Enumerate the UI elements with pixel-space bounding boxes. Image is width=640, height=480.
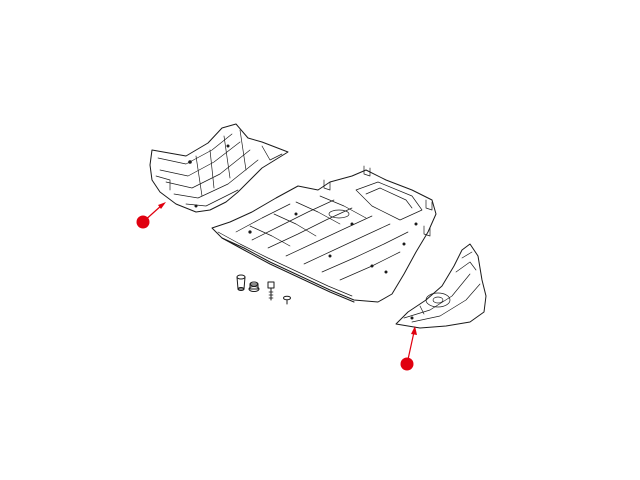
left-splash-shield-callout[interactable] [136, 202, 167, 229]
right-splash-shield [395, 243, 487, 329]
screw [283, 295, 291, 305]
main-skid-plate [211, 165, 437, 303]
flange-nut [248, 281, 260, 292]
left-splash-shield [149, 123, 289, 213]
push-pin-fastener [236, 274, 246, 291]
fasteners [236, 274, 291, 305]
hex-bolt [267, 281, 275, 301]
right-splash-shield-callout[interactable] [400, 326, 418, 371]
